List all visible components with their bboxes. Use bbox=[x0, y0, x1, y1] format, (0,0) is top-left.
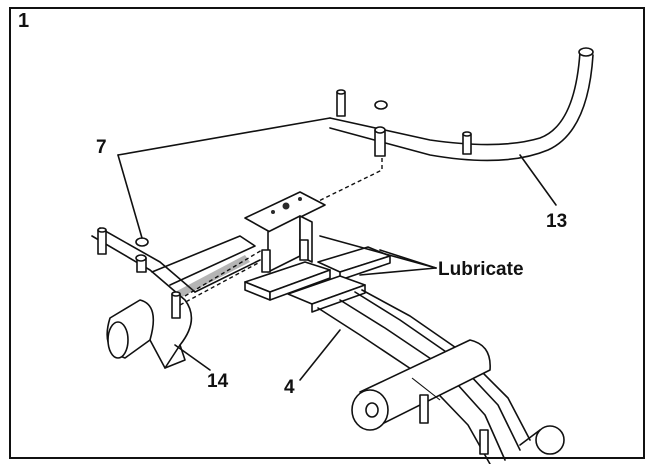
leader-lines bbox=[117, 117, 557, 381]
part-14-front-tube bbox=[91, 227, 263, 369]
part-4-frame bbox=[244, 246, 565, 464]
callout-part-4: 4 bbox=[284, 377, 295, 398]
callout-part-14: 14 bbox=[207, 371, 229, 392]
part-13-handlebar bbox=[329, 47, 594, 162]
figure-frame bbox=[9, 7, 645, 459]
step-number: 1 bbox=[18, 10, 30, 32]
callout-lubricate: Lubricate bbox=[438, 259, 524, 280]
alignment-line bbox=[289, 158, 383, 216]
callout-part-13: 13 bbox=[546, 211, 568, 232]
callout-part-7: 7 bbox=[96, 137, 107, 158]
mounting-bracket bbox=[244, 191, 326, 273]
